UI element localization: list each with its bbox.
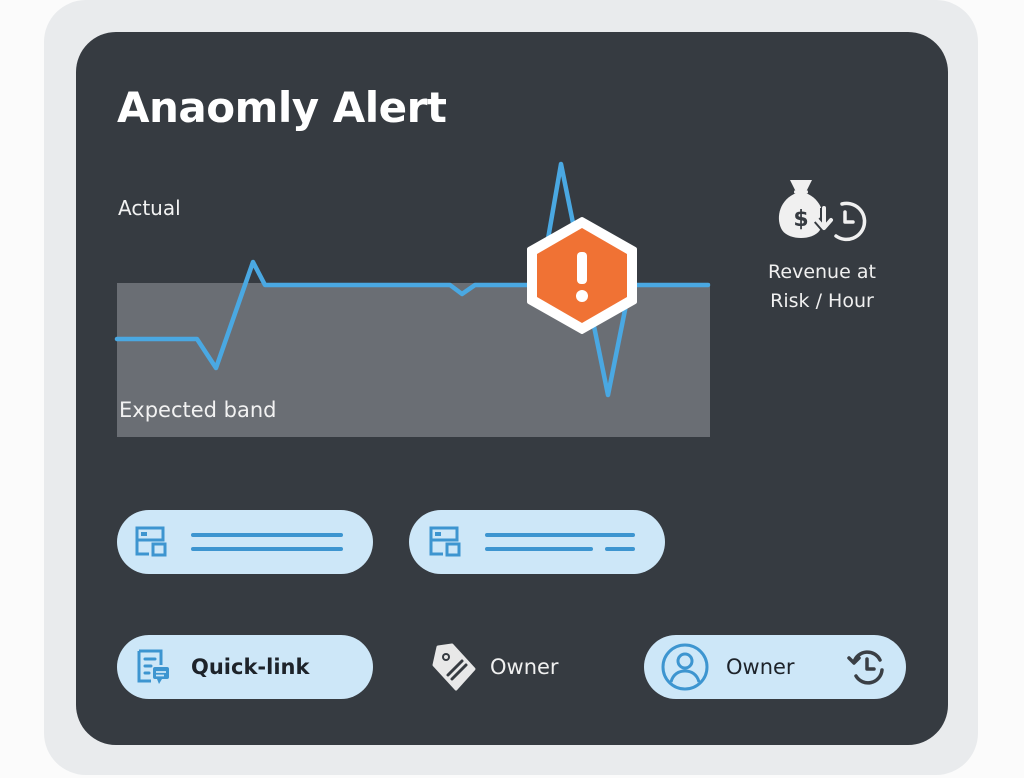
action-pill-2[interactable] <box>409 510 665 574</box>
metric-label-line2: Risk / Hour <box>770 290 874 312</box>
owner-tag-label: Owner <box>490 655 559 679</box>
quick-link-label: Quick-link <box>191 655 310 679</box>
placeholder-lines <box>191 533 343 551</box>
tag-icon <box>432 641 478 693</box>
quick-link-button[interactable]: Quick-link <box>117 635 373 699</box>
document-chat-icon <box>135 647 175 687</box>
expected-band-label: Expected band <box>119 398 277 422</box>
svg-text:$: $ <box>793 207 808 232</box>
owner-label: Owner <box>726 655 795 679</box>
placeholder-lines <box>485 533 635 551</box>
history-clock-icon[interactable] <box>846 646 888 688</box>
action-pill-1[interactable] <box>117 510 373 574</box>
money-bag-down-clock-icon: $ <box>748 176 896 246</box>
layout-panel-icon <box>429 526 467 558</box>
owner-tag-button[interactable]: Owner <box>432 638 559 696</box>
page-title: Anaomly Alert <box>117 83 447 132</box>
metric-label-line1: Revenue at <box>768 261 876 283</box>
actual-label: Actual <box>118 196 181 220</box>
layout-panel-icon <box>135 526 173 558</box>
revenue-risk-metric: $ Revenue at Risk / Hour <box>748 176 896 316</box>
owner-button[interactable]: Owner <box>644 635 906 699</box>
user-circle-icon <box>660 642 710 692</box>
